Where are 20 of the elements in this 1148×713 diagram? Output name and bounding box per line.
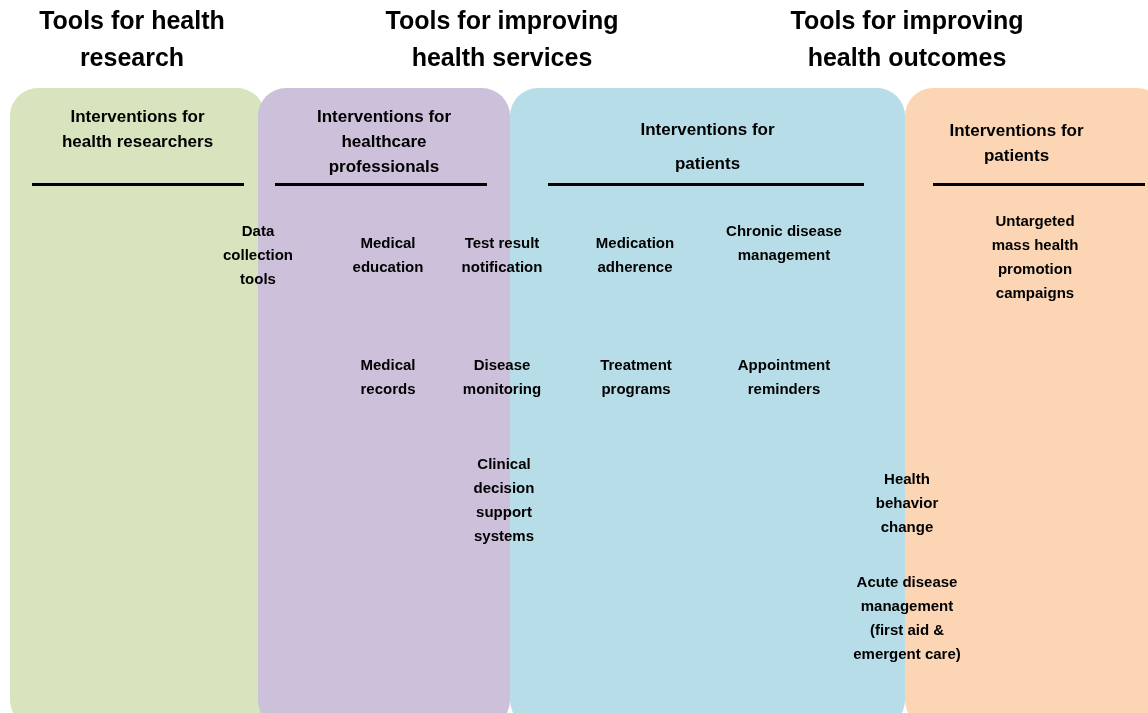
item-label: Disease monitoring xyxy=(461,355,543,399)
item-label: Health behavior change xyxy=(874,469,940,537)
item-label: Untargeted mass health promotion campaigns xyxy=(990,211,1080,303)
item-label: Data collection tools xyxy=(222,221,294,289)
panel-heading: Interventions for patients xyxy=(948,120,1085,167)
item-label: Chronic disease management xyxy=(725,221,843,265)
item-label: Medical records xyxy=(359,355,417,399)
item-label: Acute disease management (first aid & emergent care) xyxy=(852,572,962,664)
column-title: Tools for health research xyxy=(38,5,226,73)
panel-heading: Interventions for healthcare professionals xyxy=(315,106,453,178)
item-label: Medical education xyxy=(351,233,425,277)
item-label: Medication adherence xyxy=(594,233,676,277)
item-label: Treatment programs xyxy=(599,355,673,399)
item-label: Clinical decision support systems xyxy=(472,454,536,546)
item-label: Test result notification xyxy=(460,233,544,277)
item-label: Appointment reminders xyxy=(736,355,832,399)
column-title: Tools for improving health outcomes xyxy=(789,5,1025,73)
panel-heading: Interventions for health researchers xyxy=(60,106,215,153)
column-title: Tools for improving health services xyxy=(384,5,620,73)
panel-heading: Interventions for patients xyxy=(639,119,776,175)
